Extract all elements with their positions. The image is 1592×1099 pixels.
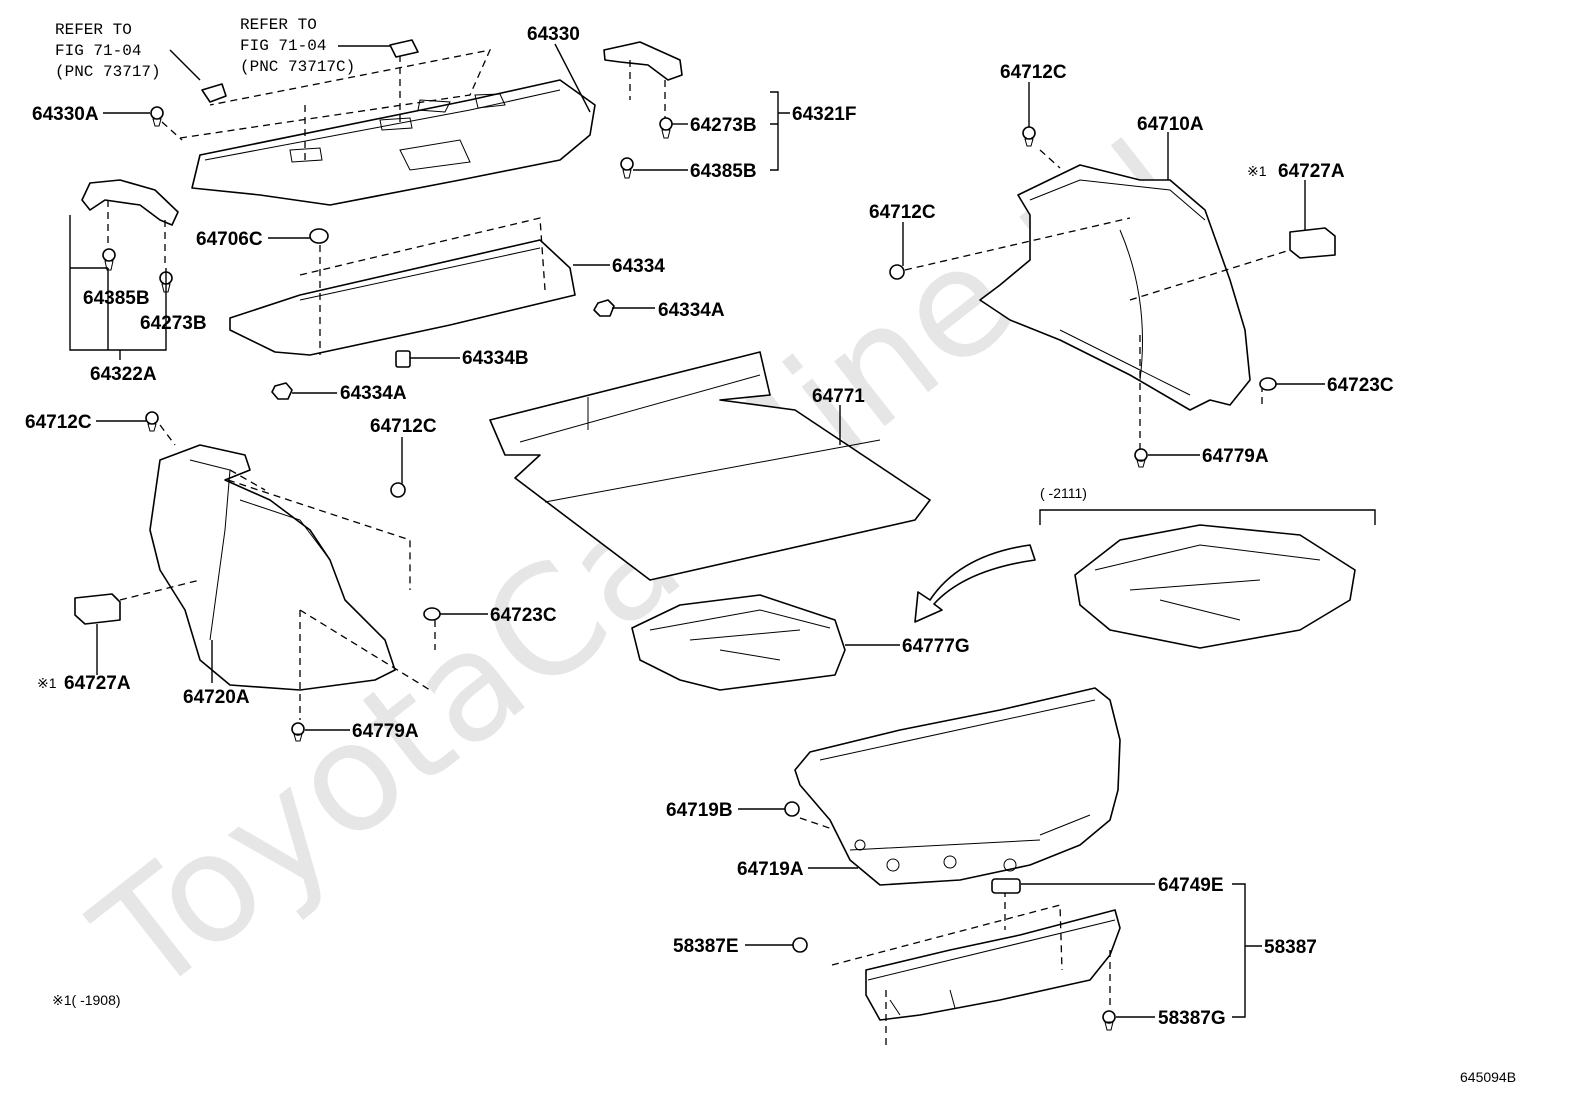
label-64322A: 64322A [90,364,157,385]
label-64273B-left: 64273B [140,313,207,334]
clip-64712C-left[interactable] [145,411,159,432]
bracket-64321F[interactable] [603,41,683,81]
clip-64712C-center[interactable] [390,482,406,498]
board-guide [299,217,546,355]
label-64719A: 64719A [737,859,804,880]
part-labels: 64330 64330A 64321F 64273B 64385B 64712C… [25,24,1516,1085]
label-64712C-left: 64712C [25,412,92,433]
clip-64749E[interactable] [991,878,1021,894]
tray-guide [179,49,492,139]
label-58387E: 58387E [673,936,739,957]
label-58387G: 58387G [1158,1008,1226,1029]
label-64385B-top: 64385B [690,161,757,182]
pad-64727A-right[interactable] [1289,227,1336,259]
svg-text:(PNC 73717C): (PNC 73717C) [240,58,355,76]
svg-text:(PNC 73717): (PNC 73717) [55,63,161,81]
clip-58387E[interactable] [792,937,808,953]
bracket-guide [629,60,666,118]
sill-plate-58387[interactable] [865,909,1121,1021]
clip-64385B-top[interactable] [620,157,634,179]
door-trim-64719A[interactable] [794,687,1121,886]
label-64273B-top: 64273B [690,115,757,136]
reference-note-73717: REFER TO FIG 71-04 (PNC 73717) [55,21,161,81]
cap-73717[interactable] [201,83,227,103]
clip-64385B-left[interactable] [102,248,116,271]
pad-64334A-right[interactable] [593,299,615,317]
bracket-2111 [1039,509,1376,525]
tool-tray-variant[interactable] [1074,524,1356,649]
label-58387: 58387 [1264,937,1317,958]
label-64334A-right: 64334A [658,300,725,321]
clip-64779A-right[interactable] [1134,448,1148,468]
label-64749E: 64749E [1158,875,1224,896]
label-64334A-left: 64334A [340,383,407,404]
note-range-2111: ( -2111) [1040,485,1087,501]
label-64777G: 64777G [902,636,970,657]
label-64727A-left: 64727A [64,673,131,694]
label-64719B: 64719B [666,800,733,821]
clip-64723C-right[interactable] [1259,377,1277,391]
left-trim-guide [119,424,436,720]
deck-board-64334[interactable] [229,239,576,356]
label-64330A: 64330A [32,104,99,125]
svg-text:FIG 71-04: FIG 71-04 [55,42,141,60]
label-64712C-center: 64712C [370,416,437,437]
pad-64334A-left[interactable] [271,382,293,400]
side-trim-64710A[interactable] [979,164,1251,411]
clip-64779A-left[interactable] [291,722,305,742]
label-64712C-right-top: 64712C [1000,62,1067,83]
leader-lines [69,43,1325,1018]
tray-guide-2 [304,55,401,160]
package-tray-trim-64330[interactable] [191,79,596,206]
label-64334B: 64334B [462,348,529,369]
clip-64273B-top[interactable] [659,117,673,139]
cap-73717C[interactable] [389,39,419,58]
svg-text:REFER TO: REFER TO [55,21,132,39]
clip-64330A-guide [161,121,183,141]
label-64706C: 64706C [196,229,263,250]
svg-text:REFER TO: REFER TO [240,16,317,34]
svg-text:FIG 71-04: FIG 71-04 [240,37,326,55]
reference-note-73717C: REFER TO FIG 71-04 (PNC 73717C) [240,16,355,76]
arrow-icon [914,544,1036,623]
label-64334: 64334 [612,256,665,277]
label-64710A: 64710A [1137,114,1204,135]
label-64779A-left: 64779A [352,721,419,742]
clip-64334B[interactable] [395,350,411,368]
label-64771: 64771 [812,386,865,407]
sill-guide [831,904,1111,1050]
label-64723C-right: 64723C [1327,375,1394,396]
label-64385B-left: 64385B [83,288,150,309]
clip-58387G[interactable] [1102,1010,1116,1031]
label-64727A-right: 64727A [1278,161,1345,182]
clip-64330A[interactable] [150,106,164,127]
label-64321F: 64321F [792,104,856,125]
left-bracket-guide [107,200,166,268]
floor-mat-64771[interactable] [489,351,931,581]
label-64712C-right-side: 64712C [869,202,936,223]
side-trim-64720A[interactable] [149,444,396,691]
mark-left: ※1 [37,675,57,691]
footnote: ※1( -1908) [52,992,121,1008]
label-64720A: 64720A [183,687,250,708]
tool-tray-64777G[interactable] [631,594,846,691]
clip-64719B[interactable] [784,801,800,817]
bracket-64322A[interactable] [81,179,179,226]
clip-64712C-right-side[interactable] [889,264,905,280]
pin-64706C[interactable] [309,228,329,244]
pad-64727A-left[interactable] [74,593,121,625]
label-64330: 64330 [527,24,580,45]
clip-64723C-left[interactable] [423,607,441,621]
right-trim-guide [904,149,1291,450]
door-guide [799,817,1006,930]
label-64779A-right: 64779A [1202,446,1269,467]
label-64723C-left: 64723C [490,605,557,626]
diagram-id: 645094B [1460,1069,1516,1085]
mark-right: ※1 [1247,163,1267,179]
